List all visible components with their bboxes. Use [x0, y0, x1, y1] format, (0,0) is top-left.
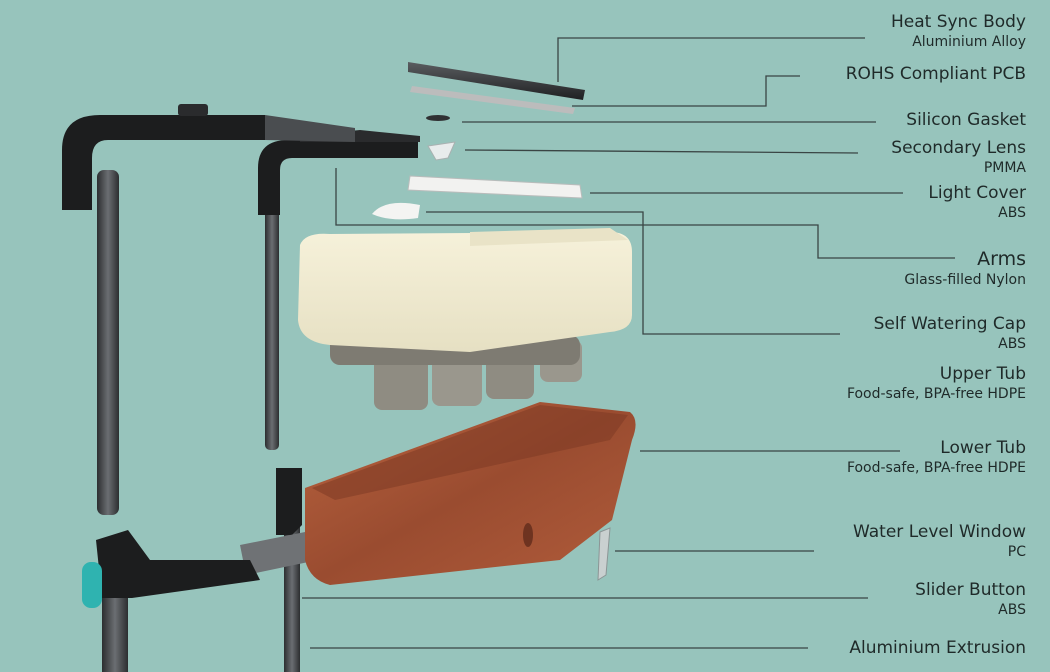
callout-material: Glass-filled Nylon [904, 272, 1026, 288]
callout-name: Slider Button [915, 580, 1026, 600]
callout-name: ROHS Compliant PCB [845, 64, 1026, 84]
callout-water-level-window: Water Level Window PC [853, 522, 1026, 560]
callout-name: Upper Tub [939, 364, 1026, 384]
leader-line [335, 168, 955, 259]
callout-name: Light Cover [928, 183, 1026, 203]
small-cover-part [372, 202, 420, 220]
callout-rohs-pcb: ROHS Compliant PCB [846, 66, 1026, 83]
callout-upper-tub: Upper Tub Food-safe, BPA-free HDPE [846, 364, 1026, 402]
callout-secondary-lens: Secondary Lens PMMA [891, 138, 1026, 176]
light-cover-part [407, 175, 583, 199]
arm-front [62, 104, 355, 515]
leader-line [557, 37, 865, 82]
callout-lower-tub: Lower Tub Food-safe, BPA-free HDPE [846, 438, 1026, 476]
callout-aluminium-extrusion: Aluminium Extrusion [849, 640, 1026, 657]
callout-silicon-gasket: Silicon Gasket [906, 112, 1026, 129]
callout-name: Water Level Window [853, 522, 1026, 542]
callout-material: Food-safe, BPA-free HDPE [846, 460, 1026, 476]
callout-material: PMMA [983, 160, 1026, 176]
callout-material: ABS [998, 336, 1026, 352]
callout-self-watering-cap: Self Watering Cap ABS [873, 314, 1026, 352]
leader-line [572, 75, 800, 107]
callout-material: PC [1007, 544, 1026, 560]
callout-material: Aluminium Alloy [912, 34, 1026, 50]
lens-part [427, 141, 456, 161]
teal-slider-button [82, 562, 102, 608]
callout-name: Heat Sync Body [890, 12, 1026, 32]
stand-base [82, 468, 318, 672]
water-window-part [597, 527, 611, 581]
leader-line [464, 149, 859, 154]
callout-name: Self Watering Cap [873, 314, 1026, 334]
leader-line [426, 211, 840, 335]
callout-slider-button: Slider Button ABS [915, 580, 1026, 618]
callout-material: ABS [998, 602, 1026, 618]
heat-sync-body-part [408, 62, 585, 114]
callout-heat-sync-body: Heat Sync Body Aluminium Alloy [890, 12, 1026, 50]
callout-name: Aluminium Extrusion [849, 638, 1026, 658]
self-watering-cap-part [298, 228, 632, 352]
callout-name: Arms [977, 248, 1026, 270]
callout-light-cover: Light Cover ABS [928, 183, 1026, 221]
callout-name: Silicon Gasket [906, 110, 1026, 130]
callout-arms: Arms Glass-filled Nylon [904, 248, 1026, 288]
callout-name: Lower Tub [940, 438, 1026, 458]
gasket-part [426, 115, 450, 121]
callout-name: Secondary Lens [891, 138, 1026, 158]
callout-material: ABS [998, 205, 1026, 221]
callout-material: Food-safe, BPA-free HDPE [846, 386, 1026, 402]
leader-lines [302, 37, 955, 649]
lower-tub-part [305, 402, 636, 585]
